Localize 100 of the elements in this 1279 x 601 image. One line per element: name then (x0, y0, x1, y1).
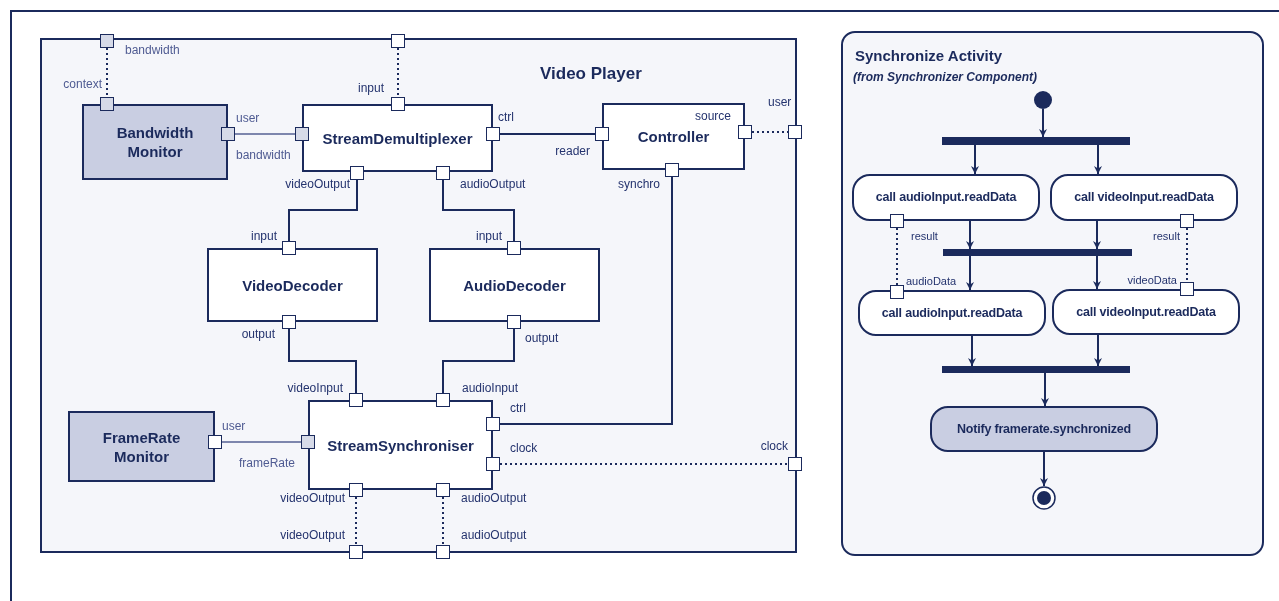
port-square (436, 545, 450, 559)
action-label: call audioInput.readData (880, 304, 1024, 322)
arrow (1041, 372, 1049, 407)
action-node (1052, 289, 1240, 335)
dashed-connector (499, 463, 789, 465)
dashed-connector (355, 496, 357, 546)
port-label: output (241, 327, 275, 341)
port-square (100, 34, 114, 48)
component-box (602, 103, 745, 170)
connector-line (234, 133, 296, 135)
port-label: result (911, 229, 938, 243)
port-square (436, 483, 450, 497)
port-label: synchro (617, 177, 660, 191)
port-label: videoOutput (285, 177, 350, 191)
dashed-connector (896, 227, 898, 286)
connector-line (442, 328, 515, 394)
port-square (788, 125, 802, 139)
port-label: audioOutput (460, 177, 526, 191)
port-square (507, 315, 521, 329)
port-label: clock (510, 441, 538, 455)
dashed-connector (1186, 227, 1188, 283)
frame-title: Video Player (540, 64, 642, 84)
port-square (890, 285, 904, 299)
arrow (966, 255, 974, 291)
port-label: ctrl (498, 110, 514, 124)
port-square (1180, 282, 1194, 296)
port-label: input (475, 229, 502, 243)
port-square (595, 127, 609, 141)
component-name: AudioDecoder (462, 275, 567, 295)
component-box (302, 104, 493, 172)
port-square (436, 393, 450, 407)
port-square (349, 483, 363, 497)
component-box (68, 411, 215, 482)
action-label: Notify framerate.synchronized (955, 420, 1133, 438)
port-square (665, 163, 679, 177)
action-node (852, 174, 1040, 221)
connector-line (499, 176, 673, 425)
component-box (207, 248, 378, 322)
synchronization-bar (942, 366, 1130, 373)
arrow (971, 144, 979, 175)
connector-line (442, 179, 515, 242)
action-node (858, 290, 1046, 336)
synchronization-bar (943, 249, 1132, 256)
dashed-connector (397, 47, 399, 98)
port-label: context (63, 77, 102, 91)
action-node (930, 406, 1158, 452)
arrow (1094, 334, 1102, 367)
port-square (295, 127, 309, 141)
component-box (82, 104, 228, 180)
component-name: StreamDemultiplexer (321, 128, 474, 148)
port-square (221, 127, 235, 141)
activity-subtitle: (from Synchronizer Component) (853, 70, 1037, 84)
port-label: videoOutput (280, 491, 345, 505)
port-label: frameRate (239, 456, 296, 470)
port-label: result (1153, 229, 1180, 243)
port-square (391, 34, 405, 48)
action-label: call videoInput.readData (1075, 303, 1217, 321)
port-square (301, 435, 315, 449)
dashed-connector (751, 131, 789, 133)
port-square (349, 393, 363, 407)
component-name: StreamSynchroniser (326, 435, 475, 455)
port-square (391, 97, 405, 111)
arrow (966, 220, 974, 250)
dashed-connector (106, 47, 108, 98)
action-label: call audioInput.readData (874, 189, 1018, 206)
port-label: videoData (1127, 273, 1177, 287)
port-square (100, 97, 114, 111)
port-label: audioOutput (461, 491, 527, 505)
port-square (890, 214, 904, 228)
port-label: bandwidth (236, 148, 291, 162)
port-label: videoOutput (280, 528, 345, 542)
connector-line (288, 179, 358, 242)
final-node (1032, 486, 1056, 510)
port-square (282, 241, 296, 255)
arrow (1040, 451, 1048, 487)
synchronization-bar (942, 137, 1130, 145)
port-label: output (525, 331, 559, 345)
component-name: FrameRate Monitor (101, 427, 182, 466)
arrow (1094, 144, 1102, 175)
connector-line (499, 133, 596, 135)
initial-node (1034, 91, 1052, 109)
connector-line (288, 328, 357, 394)
component-frame (40, 38, 797, 553)
port-square (788, 457, 802, 471)
port-label: bandwidth (125, 43, 180, 57)
port-label: reader (555, 144, 590, 158)
component-name: Controller (636, 127, 711, 146)
port-label: audioData (906, 274, 957, 288)
component-name: Bandwidth Monitor (115, 123, 195, 161)
port-label: input (250, 229, 277, 243)
component-box (308, 400, 493, 490)
dashed-connector (442, 496, 444, 546)
port-label: audioOutput (461, 528, 527, 542)
component-name: VideoDecoder (241, 275, 344, 295)
action-label: call videoInput.readData (1073, 189, 1215, 206)
port-square (1180, 214, 1194, 228)
port-square (208, 435, 222, 449)
port-label: input (357, 81, 384, 95)
port-square (738, 125, 752, 139)
arrow (1093, 255, 1101, 290)
